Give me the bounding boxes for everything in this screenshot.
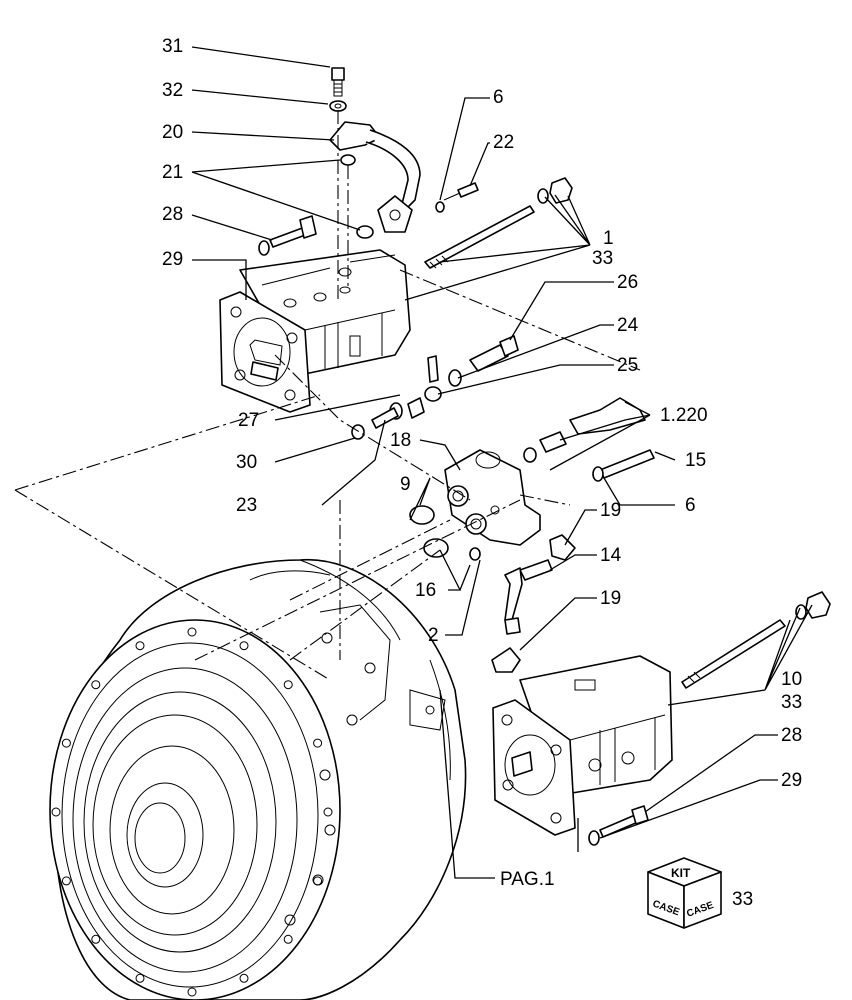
- valve-block: [409, 397, 655, 561]
- callout-30: 30: [236, 452, 257, 473]
- callout-33-upper: 33: [592, 248, 613, 269]
- callout-28-upper: 28: [162, 204, 183, 225]
- flange-bolt-hole: [61, 738, 71, 748]
- callout-33-lower: 33: [781, 692, 802, 713]
- flange-bolt-hole: [51, 807, 61, 817]
- flange-bolt-hole: [323, 807, 333, 817]
- callout-leader-lines: [191, 46, 813, 879]
- flange-bolt-hole: [91, 934, 101, 944]
- callout-29-lower: 29: [781, 770, 802, 791]
- callout-33-kit: 33: [732, 889, 753, 910]
- callout-15: 15: [685, 450, 706, 471]
- callout-16: 16: [415, 580, 436, 601]
- flange-bolt-hole: [61, 876, 71, 886]
- callout-1-220: 1.220: [660, 405, 708, 426]
- callout-28-lower: 28: [781, 725, 802, 746]
- callout-29-upper: 29: [162, 249, 183, 270]
- callout-19-lower: 19: [600, 588, 621, 609]
- callout-31: 31: [162, 36, 183, 57]
- flange-bolt-hole: [313, 738, 323, 748]
- flange-bolt-hole: [283, 934, 293, 944]
- upper-pipe-assembly: [329, 67, 421, 300]
- upper-bolt-washer: [258, 215, 317, 256]
- callout-26: 26: [617, 272, 638, 293]
- callout-2: 2: [428, 625, 439, 646]
- transmission-housing: [49, 558, 467, 1000]
- callout-labels: 31 32 20 21 28 29 6 22 1 33 26 24 25 27 …: [162, 36, 802, 910]
- flange-bolt-hole: [135, 641, 145, 651]
- callout-14: 14: [600, 545, 622, 566]
- upper-stud-and-nut: [424, 177, 573, 269]
- callout-24: 24: [617, 315, 639, 336]
- flange-bolt-hole: [91, 680, 101, 690]
- callout-10: 10: [781, 669, 802, 690]
- callout-18: 18: [390, 430, 411, 451]
- callout-32: 32: [162, 80, 183, 101]
- callout-6-lower: 6: [685, 495, 696, 516]
- callout-19-upper: 19: [600, 500, 621, 521]
- flange-bolt-hole: [239, 641, 249, 651]
- kit-box-icon: KIT CASE CASE: [647, 857, 722, 929]
- callout-27: 27: [238, 410, 259, 431]
- callout-9: 9: [400, 474, 411, 495]
- callout-6-upper: 6: [493, 87, 504, 108]
- upper-hydraulic-pump: [219, 249, 411, 413]
- callout-20: 20: [162, 122, 183, 143]
- flange-bolt-hole: [239, 973, 249, 983]
- flange-bolt-hole: [187, 987, 197, 997]
- callout-21: 21: [162, 162, 183, 183]
- kit-badge-label: KIT: [671, 866, 691, 880]
- callout-25: 25: [617, 355, 638, 376]
- valve-return-pipe: [491, 534, 576, 673]
- callout-1: 1: [603, 228, 614, 249]
- callout-22: 22: [493, 132, 514, 153]
- flange-bolt-hole: [283, 680, 293, 690]
- flange-bolt-ring: [51, 627, 333, 997]
- flange-bolt-hole: [187, 627, 197, 637]
- lower-hydraulic-pump: [492, 591, 831, 846]
- flange-bolt-hole: [135, 973, 145, 983]
- pump-fittings: [351, 335, 519, 440]
- callout-23: 23: [236, 495, 257, 516]
- phantom-assembly-lines: [14, 269, 641, 681]
- callout-pag-1: PAG.1: [500, 869, 555, 890]
